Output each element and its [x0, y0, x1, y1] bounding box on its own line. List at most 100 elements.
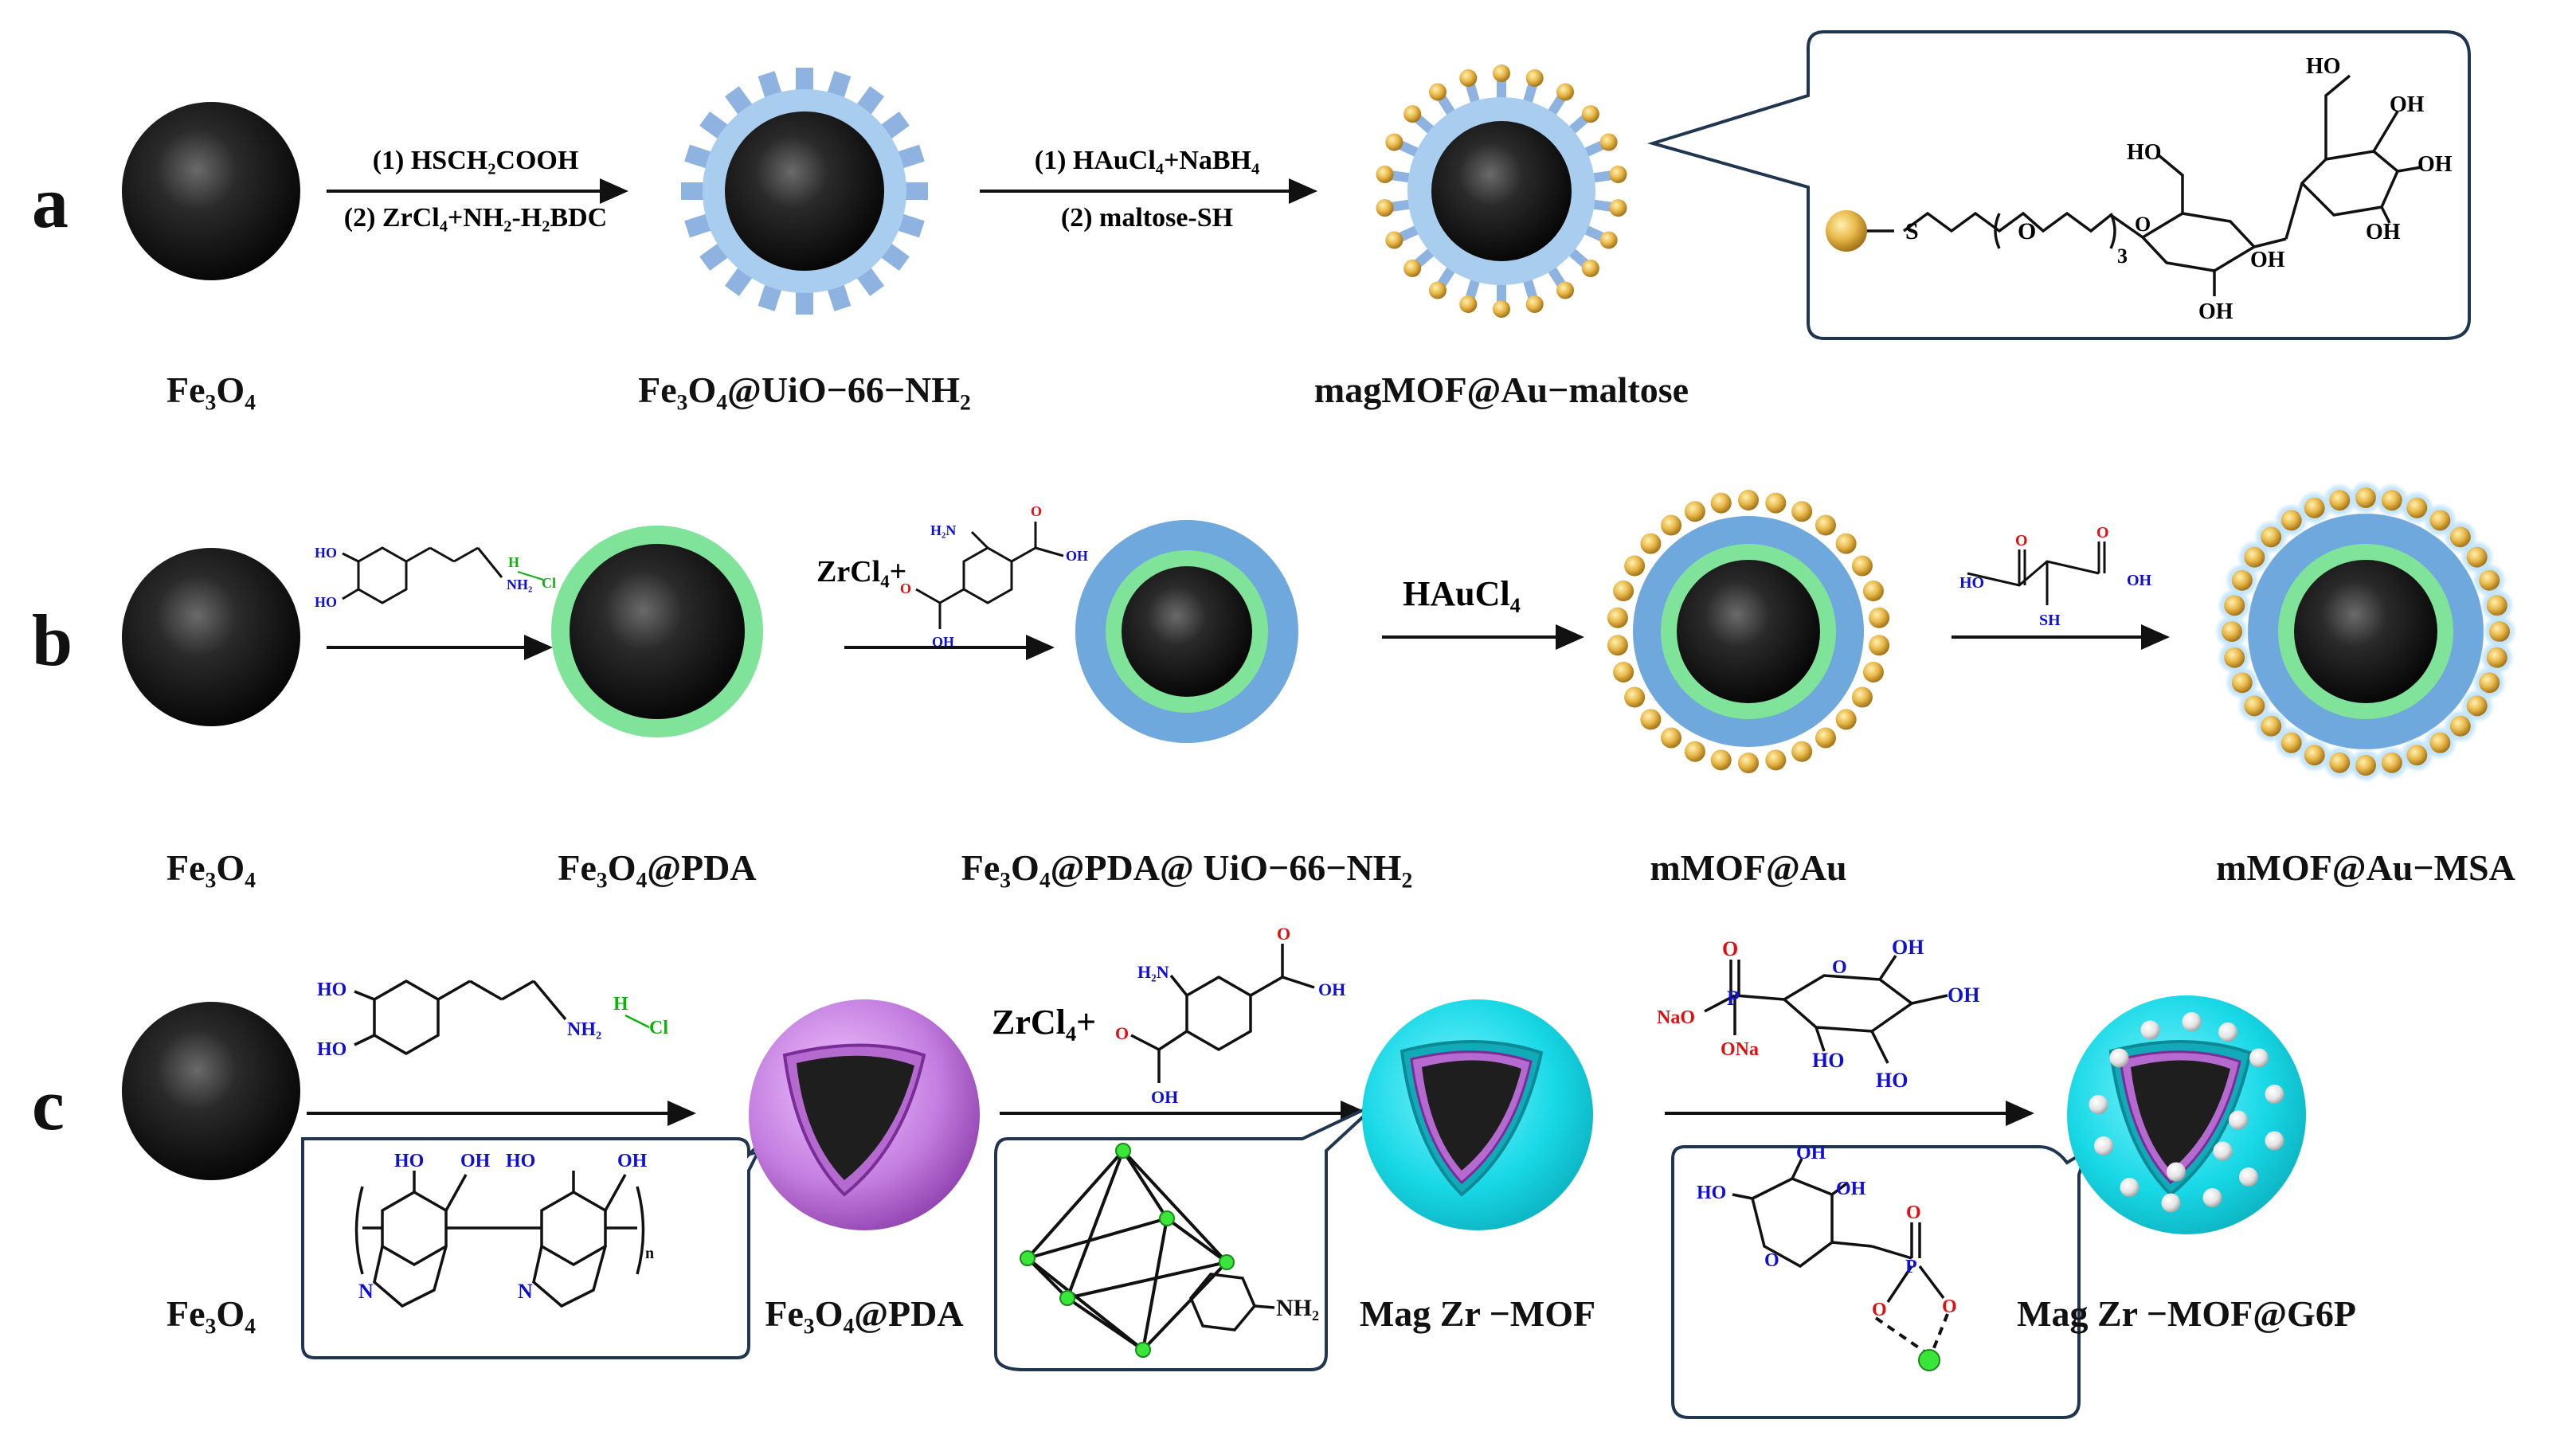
g6p-callout: [1671, 1145, 2090, 1419]
fe3o4-pda-sphere-c: [749, 999, 980, 1230]
c-g6pb-o2: O: [1872, 1300, 1887, 1320]
ligand-ho1: HO: [2127, 140, 2162, 165]
c-g6pb-o3: O: [1942, 1296, 1957, 1317]
c-dopa-ho2: HO: [317, 1039, 346, 1060]
c-g6pb-o-ring: O: [1764, 1250, 1779, 1271]
c-pda-sub-n: n: [645, 1245, 654, 1262]
c-pda-oh1: OH: [460, 1151, 491, 1171]
c-zrcl4: ZrCl₄+: [992, 1003, 1096, 1042]
c-pda-ho2: HO: [506, 1151, 535, 1171]
label-c-fe3o4: Fe₃O₄: [166, 1293, 256, 1334]
c-dopa-cl: Cl: [649, 1018, 668, 1038]
c-linker-o1: O: [1277, 924, 1290, 944]
c-g6pb-oh2: OH: [1836, 1179, 1866, 1199]
b-haucl4: HAuCl₄: [1403, 574, 1521, 613]
reagent-a1-line2: (2) ZrCl₄+NH₂-H₂BDC: [344, 203, 607, 233]
c-linker-oh1: OH: [1318, 980, 1345, 999]
maltose-ligand-structure: [1902, 74, 2422, 296]
b-msa-oh: OH: [2127, 572, 2152, 589]
ligand-oh5: OH: [2366, 220, 2401, 244]
label-c-pda: Fe₃O₄@PDA: [765, 1293, 963, 1334]
label-b-mmofau: mMOF@Au: [1650, 847, 1846, 888]
b-linker-h2n: H₂N: [930, 522, 956, 538]
b-linker-o2: O: [900, 581, 911, 596]
panel-c: c HO HO NH₂ H Cl: [32, 924, 2356, 1419]
c-linker-h2n: H₂N: [1137, 962, 1169, 982]
label-c-zrmof: Mag Zr −MOF: [1360, 1293, 1595, 1334]
b-dopa-h: H: [508, 554, 519, 570]
c-g6pb-p: P: [1905, 1257, 1917, 1277]
c-g6p-ho1: HO: [1812, 1049, 1844, 1072]
pda-polymer-structure: [354, 1171, 645, 1308]
c-g6p-oh1: OH: [1892, 936, 1924, 959]
dopamine-structure-c: [354, 979, 567, 1056]
msa-structure: [1967, 542, 2106, 605]
mag-zr-mof-sphere: [1362, 999, 1593, 1230]
c-g6p-o1: O: [1722, 937, 1738, 960]
pda-callout: [301, 1137, 766, 1359]
panel-b: b HO HO NH₂ H Cl ZrCl₄+: [32, 480, 2517, 888]
label-c-g6p: Mag Zr −MOF@G6P: [2017, 1293, 2356, 1334]
b-msa-o1: O: [2015, 532, 2028, 549]
label-a-uio66: Fe₃O₄@UiO−66−NH₂: [638, 370, 971, 410]
c-pda-n2: N: [518, 1280, 533, 1303]
c-dopa-nh2: NH₂: [567, 1019, 601, 1040]
panel-letter-b: b: [32, 600, 72, 681]
reagent-a1-line1: (1) HSCH₂COOH: [373, 146, 579, 175]
mag-zr-mof-g6p-sphere: [2067, 995, 2306, 1234]
fe3o4-core-a: [122, 102, 300, 280]
ligand-oh2: OH: [2250, 248, 2285, 272]
label-b-pda: Fe₃O₄@PDA: [558, 847, 756, 888]
b-msa-o2: O: [2096, 524, 2109, 542]
c-g6pb-oh1: OH: [1796, 1143, 1826, 1163]
mmof-au-particle: [1607, 490, 1890, 773]
zr-aminophenyl: [1188, 1273, 1275, 1331]
label-b-msa: mMOF@Au−MSA: [2216, 847, 2515, 888]
c-g6p-o-ring: O: [1832, 957, 1847, 978]
mmof-au-msa-particle: [2214, 480, 2517, 783]
c-mof-nh2: NH₂: [1276, 1295, 1319, 1321]
ligand-oh1: OH: [2198, 299, 2233, 324]
g6p-structure: [1704, 955, 1948, 1064]
c-g6p-oh2: OH: [1948, 983, 1979, 1007]
panel-a: a (1) HSCH₂COOH (2) ZrCl₄+NH₂-H₂BDC (1) …: [32, 30, 2471, 410]
panel-letter-c: c: [32, 1064, 65, 1145]
c-pda-n1: N: [358, 1280, 374, 1303]
label-a-fe3o4: Fe₃O₄: [166, 370, 256, 410]
c-linker-oh2: OH: [1151, 1087, 1178, 1107]
pda-core-b: [570, 544, 745, 719]
b-linker-oh1: OH: [1066, 548, 1088, 564]
uio-core-b: [1122, 566, 1252, 697]
c-g6pb-o1: O: [1906, 1202, 1921, 1223]
b-dopa-nh2: NH₂: [507, 577, 532, 592]
fe3o4-core-b: [122, 548, 300, 726]
b-msa-ho: HO: [1959, 574, 1984, 592]
reagent-a2-line2: (2) maltose-SH: [1061, 203, 1233, 233]
uio66-particle: [681, 68, 928, 315]
ligand-oh3: OH: [2390, 92, 2425, 117]
b-linker-o1: O: [1031, 503, 1042, 519]
zr-node-bound: [1918, 1349, 1940, 1371]
b-dopa-cl: Cl: [542, 575, 556, 591]
zrmof-callout: [994, 1101, 1380, 1371]
b-msa-sh: SH: [2039, 612, 2061, 629]
c-pda-ho1: HO: [394, 1151, 424, 1171]
c-linker-o2: O: [1115, 1023, 1129, 1043]
g6p-bound-structure: [1732, 1158, 1945, 1303]
ligand-sub3: 3: [2117, 244, 2128, 268]
c-g6p-p: P: [1727, 987, 1740, 1010]
c-g6pb-ho1: HO: [1697, 1183, 1726, 1203]
gold-np-ligand: [1826, 210, 1867, 252]
zr-octahedron: [1026, 1149, 1228, 1351]
zr-coordination-bonds: [1874, 1313, 1949, 1355]
label-b-uio: Fe₃O₄@PDA@ UiO−66−NH₂: [961, 847, 1413, 888]
b-zrcl4: ZrCl₄+: [816, 555, 906, 589]
ligand-o: O: [2018, 218, 2036, 244]
ligand-o2: O: [2135, 213, 2151, 236]
magmof-au-maltose-particle: [1376, 65, 1627, 318]
label-b-fe3o4: Fe₃O₄: [166, 847, 256, 888]
b-dopa-ho1: HO: [315, 545, 337, 561]
ligand-ho2: HO: [2306, 54, 2341, 79]
ligand-s: S: [1905, 218, 1919, 244]
